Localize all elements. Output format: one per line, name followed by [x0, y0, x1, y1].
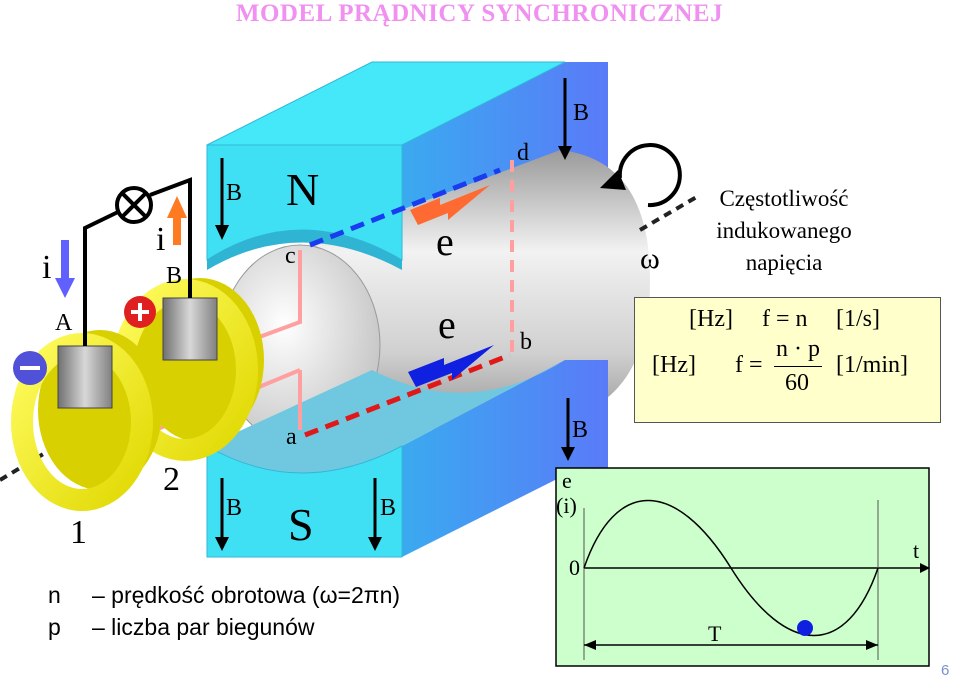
graph-label-i: (i): [556, 493, 577, 518]
legend-symbol: p: [48, 614, 61, 640]
label-n: N: [286, 164, 319, 215]
legend-symbol: n: [48, 582, 61, 608]
frequency-description-line-3: napięcia: [745, 250, 823, 275]
frequency-formula-box: [634, 297, 941, 423]
legend-item-p: p – liczba par biegunów: [48, 614, 314, 641]
shaft-axis-right: [638, 193, 702, 232]
south-pole-front: [206, 445, 403, 558]
graph-label-t: t: [913, 538, 919, 563]
legend-text: – liczba par biegunów: [92, 614, 315, 640]
brush-2: [162, 297, 218, 361]
label-b6: B: [166, 263, 182, 289]
formula-2-denominator: 60: [785, 370, 809, 396]
emf-sine-wave: [583, 499, 879, 637]
label-coil-d: d: [517, 140, 529, 166]
emf-arrow-top: [410, 185, 490, 225]
south-pole-top-face: [207, 360, 565, 473]
label-coil-a: a: [286, 424, 297, 450]
graph-origin: 0: [569, 555, 580, 580]
coil-side-top-blue: [309, 167, 501, 248]
emf-arrow-bottom: [408, 345, 494, 387]
graph-label-e: e: [562, 468, 572, 493]
legend-text: – prędkość obrotowa (ω=2πn): [92, 582, 401, 608]
brush-1: [57, 345, 113, 409]
formula-2-numerator: n · p: [776, 336, 820, 362]
label-ring-1: 1: [70, 514, 87, 551]
omega-rotation-arrow: [617, 143, 682, 208]
frequency-description-line-1: Częstotliwość: [719, 186, 849, 211]
formula-2-lhs: f =: [735, 352, 763, 378]
label-b4: B: [380, 495, 396, 521]
graph-label-period: T: [708, 621, 722, 646]
formula-1-unit-per-s: [1/s]: [836, 306, 880, 332]
label-s: S: [288, 499, 314, 550]
label-e-top: e: [436, 219, 454, 264]
label-b3: B: [226, 495, 242, 521]
graph-background: [555, 467, 930, 667]
label-b5: B: [572, 417, 588, 443]
formula-2-fraction-line: [774, 366, 822, 367]
label-b1: B: [226, 180, 242, 206]
formula-1-unit-hz: [Hz]: [689, 306, 733, 332]
label-omega: ω: [640, 242, 660, 275]
label-coil-c: c: [285, 243, 296, 269]
rotor-position-dot: [797, 620, 813, 636]
label-i-left: i: [42, 249, 51, 286]
label-e-bottom: e: [438, 302, 456, 347]
page-number: 6: [941, 662, 950, 679]
circuit-wire-2: [149, 177, 192, 298]
label-ring-2: 2: [163, 461, 180, 498]
north-pole-face: [207, 230, 402, 270]
label-coil-b: b: [520, 329, 532, 355]
label-b2: B: [573, 100, 589, 126]
formula-2-unit-per-min: [1/min]: [836, 352, 908, 378]
south-pole-back: [402, 360, 608, 557]
circuit-wire: [83, 210, 119, 346]
page-title: MODEL PRĄDNICY SYNCHRONICZNEJ: [235, 0, 724, 27]
coil-side-bottom-red: [304, 352, 511, 438]
formula-2-unit-hz: [Hz]: [652, 352, 696, 378]
formula-1-equation: f = n: [762, 306, 808, 332]
label-i-right: i: [156, 221, 165, 258]
frequency-description-line-2: indukowanego: [716, 218, 852, 243]
slip-ring-1: [11, 333, 153, 511]
label-a-terminal: A: [55, 310, 73, 336]
legend-item-n: n – prędkość obrotowa (ω=2πn): [48, 582, 400, 609]
